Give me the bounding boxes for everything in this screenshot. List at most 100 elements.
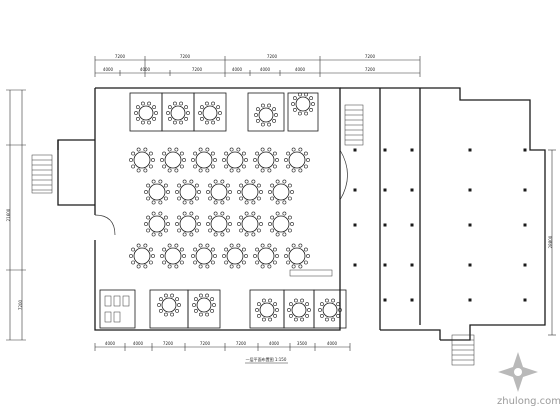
chair-icon xyxy=(162,260,167,265)
structural-column xyxy=(523,223,527,227)
chair-icon xyxy=(306,254,310,258)
chair-icon xyxy=(194,196,199,201)
chair-icon xyxy=(272,151,277,156)
banquet-table xyxy=(175,211,201,237)
chair-icon xyxy=(275,254,279,258)
chair-icon xyxy=(174,264,179,269)
right-dimension-lines xyxy=(548,149,556,336)
chair-icon xyxy=(157,303,161,307)
chair-icon xyxy=(272,164,277,169)
chair-icon xyxy=(159,308,163,313)
chair-icon xyxy=(287,215,292,220)
chair-icon xyxy=(129,158,133,162)
chair-icon xyxy=(241,260,246,265)
chair-icon xyxy=(256,215,261,220)
chair-icon xyxy=(303,247,308,252)
chair-icon xyxy=(143,168,148,173)
chair-icon xyxy=(213,232,218,237)
chair-icon xyxy=(224,260,229,265)
chair-icon xyxy=(200,116,204,121)
chair-icon xyxy=(189,200,194,205)
right-dim-1: 28800 xyxy=(548,235,553,248)
banquet-table xyxy=(284,243,310,269)
chair-icon xyxy=(256,107,260,112)
chair-icon xyxy=(213,179,218,184)
chair-icon xyxy=(198,168,203,173)
banquet-table xyxy=(144,179,170,205)
chair-icon xyxy=(191,158,195,162)
chair-icon xyxy=(282,179,287,184)
banquet-table-grid xyxy=(129,147,310,269)
chair-icon xyxy=(325,298,329,303)
chair-icon xyxy=(275,308,279,312)
chair-icon xyxy=(199,293,203,298)
chair-icon xyxy=(168,105,172,110)
structural-column xyxy=(410,188,414,192)
chair-icon xyxy=(309,96,313,101)
chair-icon xyxy=(255,308,259,312)
chair-icon xyxy=(173,120,177,125)
chair-icon xyxy=(192,303,196,307)
room-table xyxy=(166,101,190,125)
chair-icon xyxy=(205,264,210,269)
chair-icon xyxy=(275,211,280,216)
chair-icon xyxy=(194,215,199,220)
bottom-dim-7: 3500 xyxy=(297,341,308,346)
chair-icon xyxy=(272,260,277,265)
chair-icon xyxy=(255,247,260,252)
chair-icon xyxy=(220,179,225,184)
chair-icon xyxy=(284,158,288,162)
chair-icon xyxy=(164,293,168,298)
chair-icon xyxy=(210,308,214,313)
chair-icon xyxy=(216,116,220,121)
chair-icon xyxy=(205,312,209,317)
chair-icon xyxy=(175,308,179,313)
chair-icon xyxy=(136,147,141,152)
chair-icon xyxy=(167,264,172,269)
chair-icon xyxy=(151,211,156,216)
chair-icon xyxy=(198,111,202,115)
chair-icon xyxy=(175,222,179,226)
chair-icon xyxy=(151,232,156,237)
structural-column xyxy=(410,263,414,267)
chair-icon xyxy=(267,147,272,152)
chair-icon xyxy=(143,147,148,152)
banquet-table xyxy=(144,211,170,237)
chair-icon xyxy=(136,105,140,110)
banquet-table xyxy=(237,179,263,205)
drawing-caption: 一层平面布置图 1:150 xyxy=(246,356,287,362)
chair-icon xyxy=(251,200,256,205)
chair-icon xyxy=(290,190,294,194)
chair-icon xyxy=(237,222,241,226)
chair-icon xyxy=(211,101,215,106)
chair-icon xyxy=(286,247,291,252)
room-table xyxy=(254,103,278,127)
banquet-table xyxy=(206,179,232,205)
chair-icon xyxy=(136,243,141,248)
chair-icon xyxy=(244,211,249,216)
stair-left xyxy=(31,154,53,194)
chair-icon xyxy=(303,164,308,169)
chair-icon xyxy=(162,247,167,252)
chair-icon xyxy=(289,313,293,318)
structural-column xyxy=(410,298,414,302)
chair-icon xyxy=(239,228,244,233)
chair-icon xyxy=(224,164,229,169)
chair-icon xyxy=(193,151,198,156)
chair-icon xyxy=(162,164,167,169)
chair-icon xyxy=(168,116,172,121)
chair-icon xyxy=(177,215,182,220)
room-table xyxy=(198,101,222,125)
chair-icon xyxy=(179,151,184,156)
chair-icon xyxy=(200,105,204,110)
chair-icon xyxy=(254,113,258,117)
chair-icon xyxy=(270,183,275,188)
chair-icon xyxy=(151,179,156,184)
chair-icon xyxy=(208,183,213,188)
chair-icon xyxy=(146,215,151,220)
chair-icon xyxy=(236,168,241,173)
chair-icon xyxy=(177,183,182,188)
chair-icon xyxy=(291,243,296,248)
chair-icon xyxy=(304,111,308,116)
chair-icon xyxy=(213,200,218,205)
